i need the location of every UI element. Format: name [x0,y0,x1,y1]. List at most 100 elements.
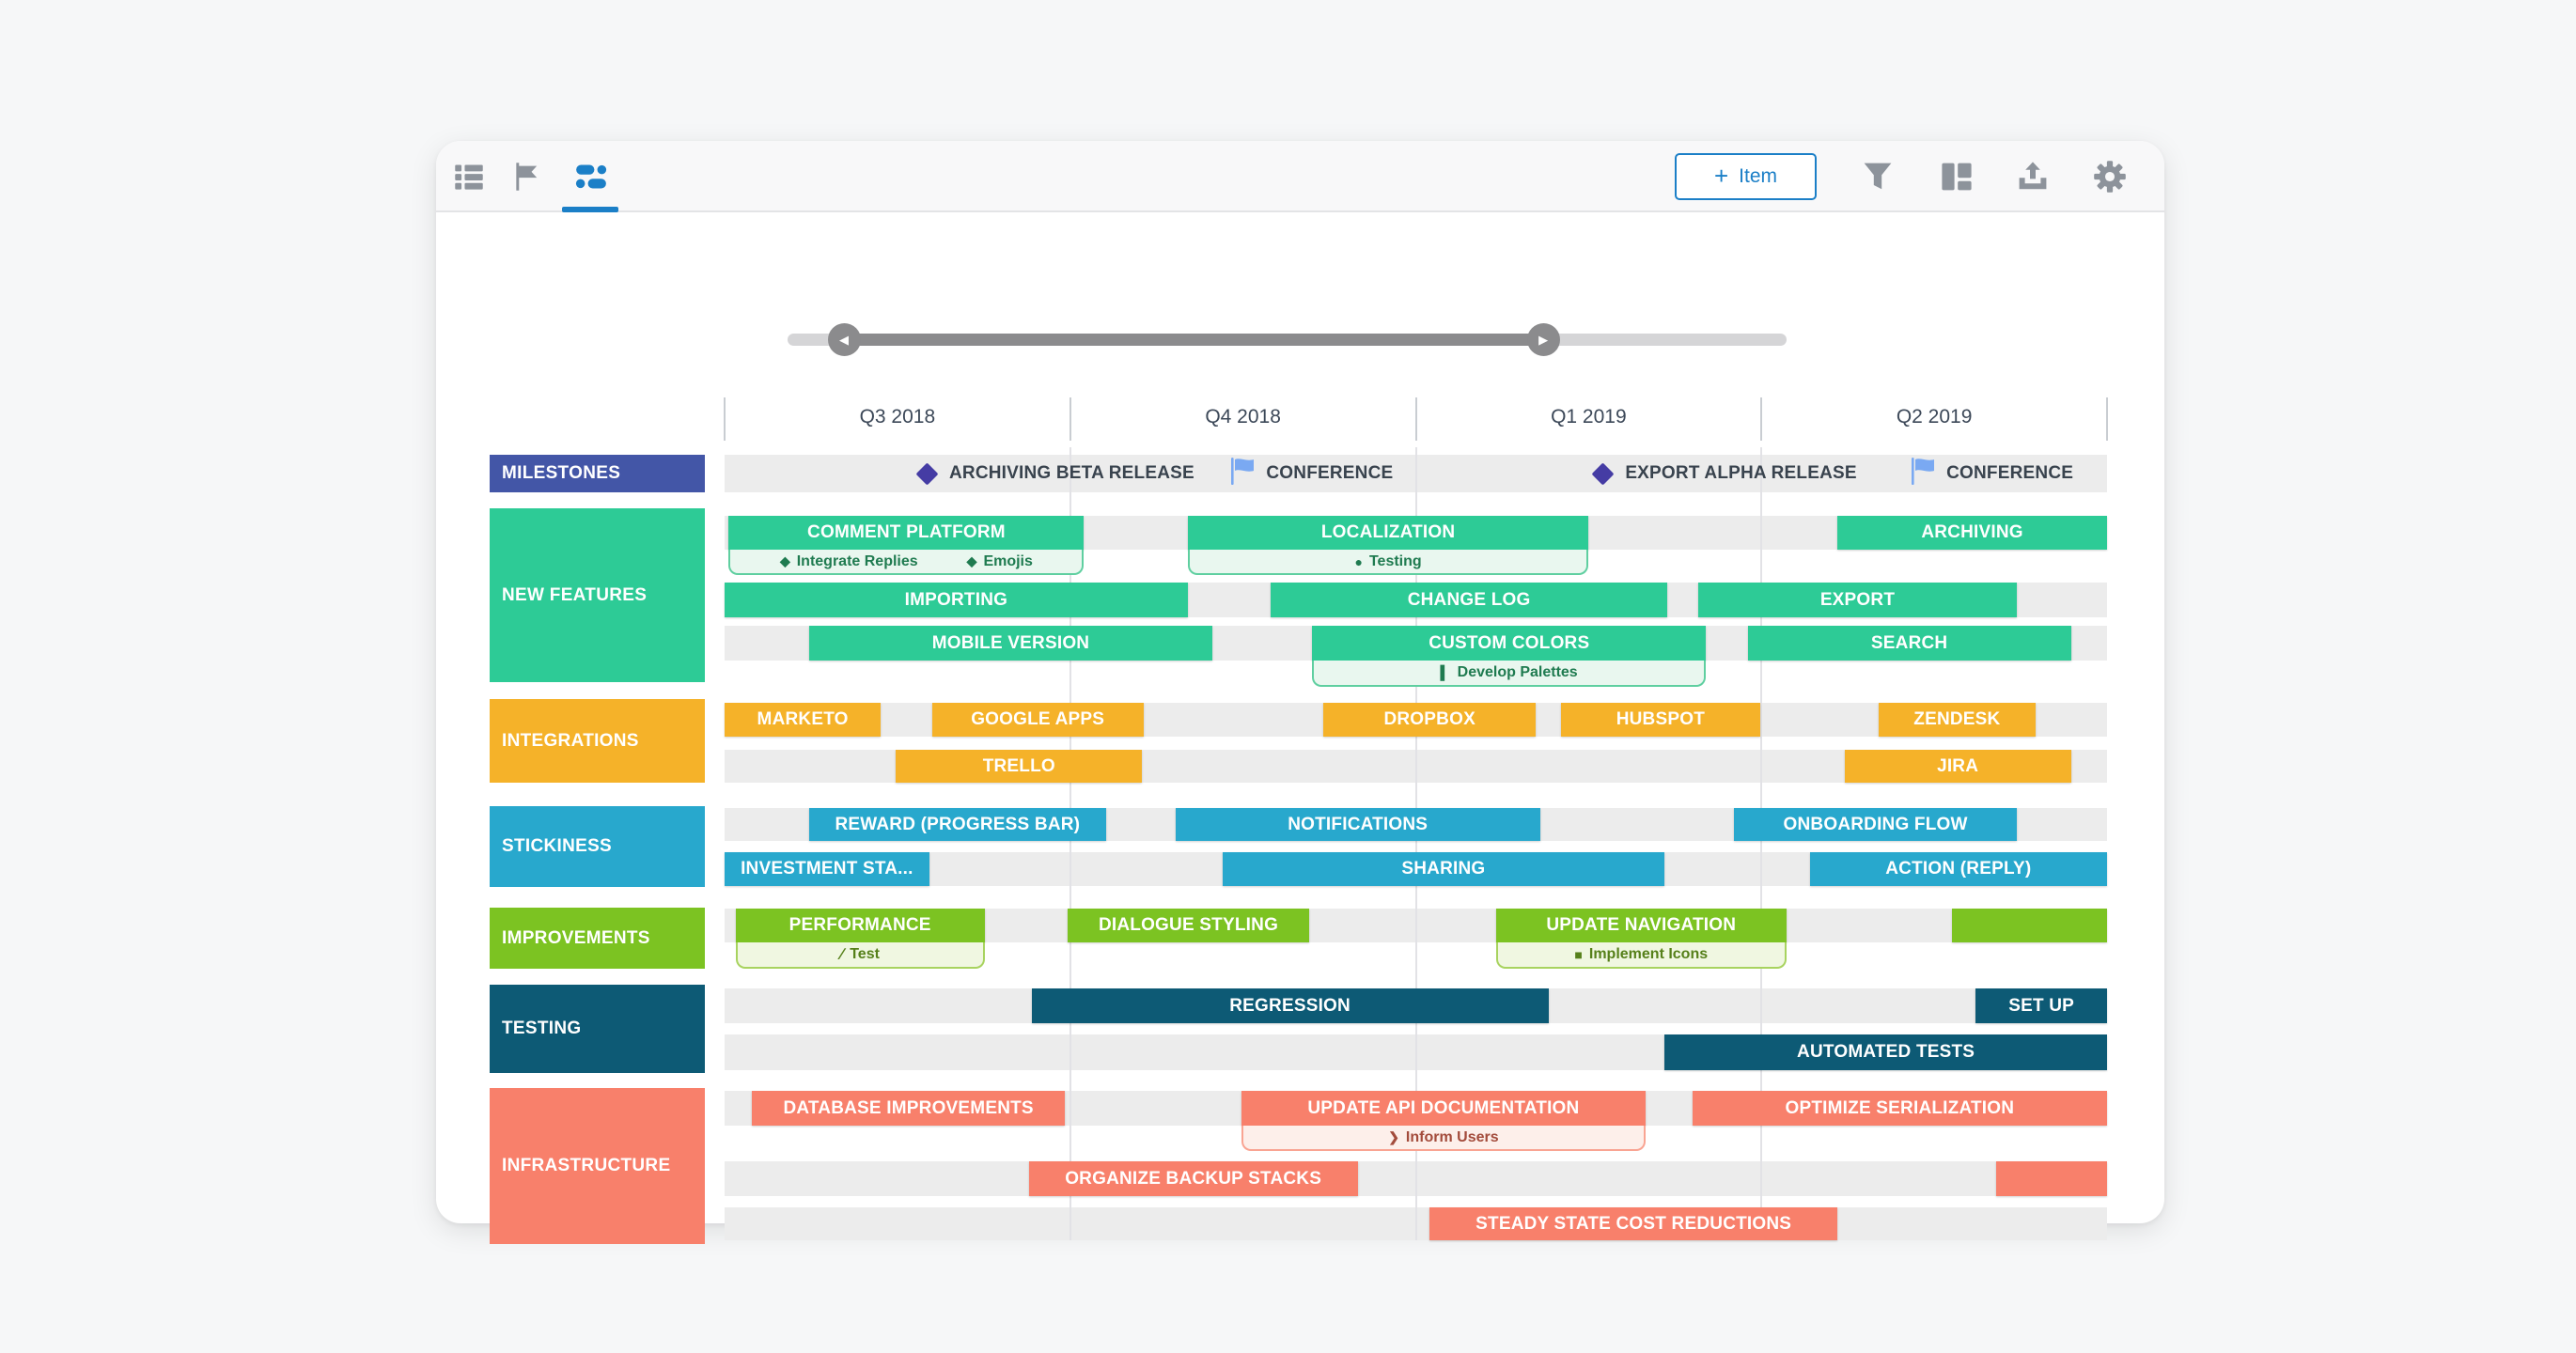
milestone-label: CONFERENCE [1266,463,1394,483]
timeline-slider-handle-left[interactable]: ◀ [827,323,861,356]
roadmap-bar[interactable]: SET UP [1975,988,2107,1023]
slash-icon: ∕ [840,945,844,963]
quarter-gridline [1069,447,1071,1240]
bar-icon: ▍ [1440,664,1451,680]
section-label-improvements[interactable]: IMPROVEMENTS [490,908,705,969]
subtask-label: Inform Users [1405,1128,1499,1145]
milestone-item[interactable]: CONFERENCE [1911,455,2073,492]
milestone-label: CONFERENCE [1946,463,2074,483]
roadmap-bar[interactable]: PERFORMANCE [735,909,985,942]
add-item-button[interactable]: + Item [1675,153,1817,200]
roadmap-bar[interactable]: AUTOMATED TESTS [1664,1034,2107,1070]
section-label-infrastructure[interactable]: INFRASTRUCTURE [490,1088,705,1244]
quarter-tick [1414,397,1417,441]
roadmap-subbar[interactable]: ■ Implement Icons [1495,942,1787,969]
roadmap-bar[interactable]: OPTIMIZE SERIALIZATION [1692,1091,2107,1126]
roadmap-bar[interactable]: ARCHIVING [1837,516,2107,550]
roadmap-bar[interactable]: SEARCH [1747,626,2071,661]
roadmap-bar[interactable]: EXPORT [1697,583,2018,617]
subtask-item[interactable]: ▍Develop Palettes [1441,664,1578,681]
quarter-tick [2106,397,2108,441]
roadmap-bar[interactable]: DIALOGUE STYLING [1067,909,1310,942]
roadmap-bar[interactable]: UPDATE API DOCUMENTATION [1241,1091,1646,1126]
roadmap-bar[interactable]: SHARING [1222,852,1665,886]
milestone-diamond-icon [1591,461,1615,486]
milestone-item[interactable]: CONFERENCE [1230,455,1393,492]
milestone-label: EXPORT ALPHA RELEASE [1625,463,1857,483]
roadmap-subbar[interactable]: ▍Develop Palettes [1312,661,1707,687]
square-icon: ■ [1574,947,1583,962]
section-label-new-features[interactable]: NEW FEATURES [490,508,705,682]
milestone-item[interactable]: EXPORT ALPHA RELEASE [1591,455,1857,492]
section-label-integrations[interactable]: INTEGRATIONS [490,699,705,783]
app-window: + Item [436,141,2164,1244]
filter-icon [1861,163,1895,196]
circle-icon: ● [1354,553,1363,569]
filter-button[interactable] [1861,160,1895,194]
roadmap-subbar[interactable]: ∕Test [735,942,985,969]
roadmap-bar-unlabeled[interactable] [1952,909,2107,942]
timeline-slider-handle-right[interactable]: ▶ [1526,323,1560,356]
roadmap-bar[interactable]: UPDATE NAVIGATION [1495,909,1787,942]
quarter-header-3: Q1 2019 [1551,406,1627,428]
list-icon [453,164,485,195]
roadmap-bar[interactable]: MARKETO [725,703,882,737]
quarter-header-4: Q2 2019 [1896,406,1973,428]
section-label-stickiness[interactable]: STICKINESS [490,806,705,887]
section-label-milestones[interactable]: MILESTONES [490,455,705,492]
diamond-icon: ◆ [779,553,790,568]
layout-button[interactable] [1940,160,1974,194]
tab-milestones-view[interactable] [511,161,543,193]
roadmap-bar[interactable]: INVESTMENT STA... [725,852,929,886]
diamond-icon: ◆ [966,553,977,568]
quarter-gridline [1414,447,1417,1240]
roadmap-bar[interactable]: CHANGE LOG [1271,583,1668,617]
tab-roadmap-view[interactable] [575,161,607,193]
roadmap-subbar[interactable]: ❯ Inform Users [1241,1126,1646,1151]
roadmap-subbar[interactable]: ● Testing [1187,550,1589,575]
roadmap-bar[interactable]: GOOGLE APPS [931,703,1144,737]
subtask-label: Testing [1368,552,1422,569]
roadmap-icon [575,164,607,195]
roadmap-bar[interactable]: MOBILE VERSION [808,626,1213,661]
roadmap-bar[interactable]: LOCALIZATION [1187,516,1589,550]
gear-icon [2093,161,2127,196]
timeline-slider-range[interactable] [843,334,1543,346]
milestone-item[interactable]: ARCHIVING BETA RELEASE [915,455,1194,492]
roadmap-bar[interactable]: REGRESSION [1031,988,1549,1023]
roadmap-bar[interactable]: IMPORTING [725,583,1188,617]
roadmap-bar[interactable]: ORGANIZE BACKUP STACKS [1028,1161,1358,1196]
roadmap-subbar[interactable]: ◆Integrate Replies ◆Emojis [728,550,1085,575]
subtask-item[interactable]: ■ Implement Icons [1574,946,1708,963]
milestone-flag-icon [1230,457,1256,490]
settings-button[interactable] [2093,160,2127,194]
section-label-testing[interactable]: TESTING [490,985,705,1073]
plus-icon: + [1713,161,1729,190]
subtask-label: Implement Icons [1588,946,1709,962]
active-tab-indicator [562,207,618,212]
subtask-item[interactable]: ◆Emojis [967,553,1033,570]
add-item-label: Item [1739,165,1778,187]
subtask-item[interactable]: ● Testing [1354,553,1421,570]
roadmap-bar[interactable]: REWARD (PROGRESS BAR) [808,808,1106,841]
roadmap-bar[interactable]: CUSTOM COLORS [1312,626,1707,661]
chevron-icon: ❯ [1388,1129,1399,1144]
roadmap-bar[interactable]: JIRA [1844,750,2071,783]
tab-list-view[interactable] [453,161,485,193]
roadmap-bar[interactable]: HUBSPOT [1560,703,1760,737]
roadmap-bar[interactable]: ACTION (REPLY) [1809,852,2107,886]
roadmap-bar[interactable]: DROPBOX [1322,703,1537,737]
roadmap-bar[interactable]: DATABASE IMPROVEMENTS [752,1091,1065,1126]
roadmap-bar[interactable]: ZENDESK [1879,703,2036,737]
subtask-item[interactable]: ❯ Inform Users [1388,1129,1498,1146]
roadmap-bar[interactable]: TRELLO [896,750,1143,783]
roadmap-bar[interactable]: ONBOARDING FLOW [1733,808,2018,841]
roadmap-bar-unlabeled[interactable] [1996,1161,2107,1196]
roadmap-bar[interactable]: STEADY STATE COST REDUCTIONS [1429,1207,1838,1240]
export-button[interactable] [2016,160,2050,194]
roadmap-bar[interactable]: COMMENT PLATFORM [728,516,1085,550]
roadmap-bar[interactable]: NOTIFICATIONS [1175,808,1540,841]
subtask-item[interactable]: ∕Test [840,945,880,964]
subtask-item[interactable]: ◆Integrate Replies [780,553,918,570]
